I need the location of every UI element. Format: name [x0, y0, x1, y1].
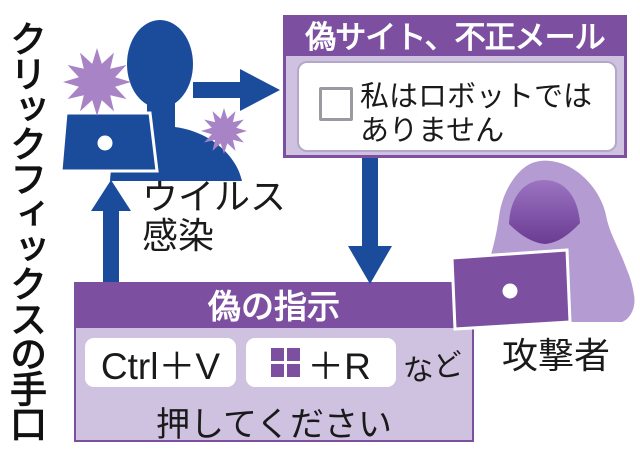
virus-starburst-icon	[63, 48, 131, 116]
arrow-up-icon	[91, 180, 131, 282]
attacker-hood-icon	[479, 160, 635, 322]
attacker-label: 攻撃者	[502, 335, 611, 376]
instruction-text: 押してください	[156, 406, 392, 444]
fake-instruction-header: 偽の指示	[76, 284, 472, 328]
etc-label: など	[401, 347, 466, 389]
arrow-down-icon	[348, 158, 392, 284]
fake-site-panel: 偽サイト、不正メール 私はロボットでは ありません	[283, 15, 627, 158]
captcha-label-line2: ありません	[360, 115, 505, 147]
key-win-r: ＋R	[246, 338, 396, 387]
robot-checkbox[interactable]	[319, 87, 353, 121]
key-ctrl-v: Ctrl＋V	[85, 338, 236, 387]
fake-instruction-panel: 偽の指示 Ctrl＋V ＋R など 押してください	[74, 282, 474, 444]
fake-site-header: 偽サイト、不正メール	[286, 18, 624, 56]
captcha-label: 私はロボットでは ありません	[360, 80, 592, 148]
virus-starburst-icon	[201, 108, 247, 154]
captcha-widget: 私はロボットでは ありません	[297, 61, 617, 152]
windows-logo-icon	[271, 348, 301, 377]
victim-laptop-icon	[59, 111, 159, 173]
victim-user-icon	[110, 20, 242, 181]
virus-infection-line1: ウイルス	[142, 176, 287, 217]
virus-infection-line2: 感染	[142, 215, 215, 256]
captcha-label-line1: 私はロボットでは	[360, 81, 593, 113]
page-title: クリックフィックスの手口	[4, 20, 46, 440]
virus-infection-label: ウイルス 感染	[142, 177, 286, 255]
arrow-right-icon	[193, 69, 280, 111]
key-win-r-label: ＋R	[307, 345, 371, 387]
